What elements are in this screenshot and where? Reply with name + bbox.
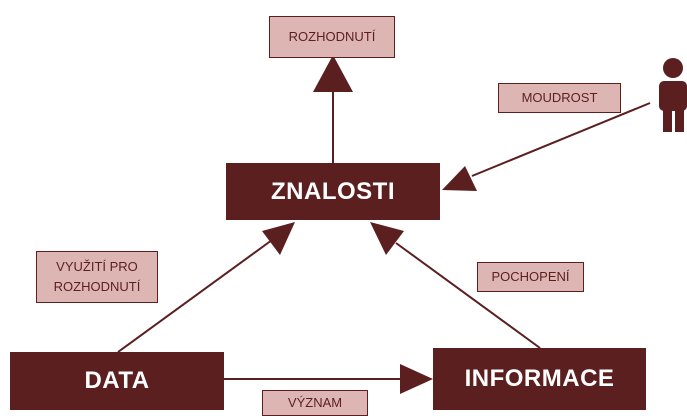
label-moudrost-text: MOUDROST bbox=[521, 90, 598, 105]
label-vyznam: VÝZNAM bbox=[262, 390, 368, 416]
label-vyuziti-line1: VYUŽITÍ PRO bbox=[56, 259, 138, 274]
person-icon bbox=[659, 58, 687, 132]
node-informace-text: INFORMACE bbox=[464, 365, 615, 392]
label-moudrost: MOUDROST bbox=[498, 83, 621, 113]
arrowhead-informace bbox=[370, 222, 404, 255]
label-vyznam-text: VÝZNAM bbox=[287, 395, 343, 410]
arrow-person-to-znalosti bbox=[471, 102, 651, 177]
label-vyuziti-line2: ROZHODNUTÍ bbox=[53, 279, 141, 294]
node-znalosti-text: ZNALOSTI bbox=[271, 177, 395, 205]
node-data-text: DATA bbox=[84, 367, 150, 394]
label-vyuziti-pro-rozhodnuti: VYUŽITÍ PRO ROZHODNUTÍ bbox=[36, 251, 158, 303]
arrowhead-vyznam bbox=[400, 364, 433, 394]
arrowhead-rozhodnuti bbox=[313, 55, 353, 92]
node-znalosti: ZNALOSTI bbox=[226, 163, 440, 220]
label-pochopeni: POCHOPENÍ bbox=[477, 262, 584, 292]
label-pochopeni-text: POCHOPENÍ bbox=[491, 269, 570, 284]
label-rozhodnuti: ROZHODNUTÍ bbox=[269, 16, 395, 58]
label-rozhodnuti-text: ROZHODNUTÍ bbox=[288, 29, 376, 44]
arrow-data-to-znalosti bbox=[117, 239, 273, 353]
node-data: DATA bbox=[10, 352, 224, 410]
node-informace: INFORMACE bbox=[433, 348, 646, 410]
arrowhead-moudrost bbox=[442, 166, 477, 191]
arrowhead-data bbox=[262, 222, 295, 255]
arrow-informace-to-znalosti bbox=[395, 242, 541, 349]
